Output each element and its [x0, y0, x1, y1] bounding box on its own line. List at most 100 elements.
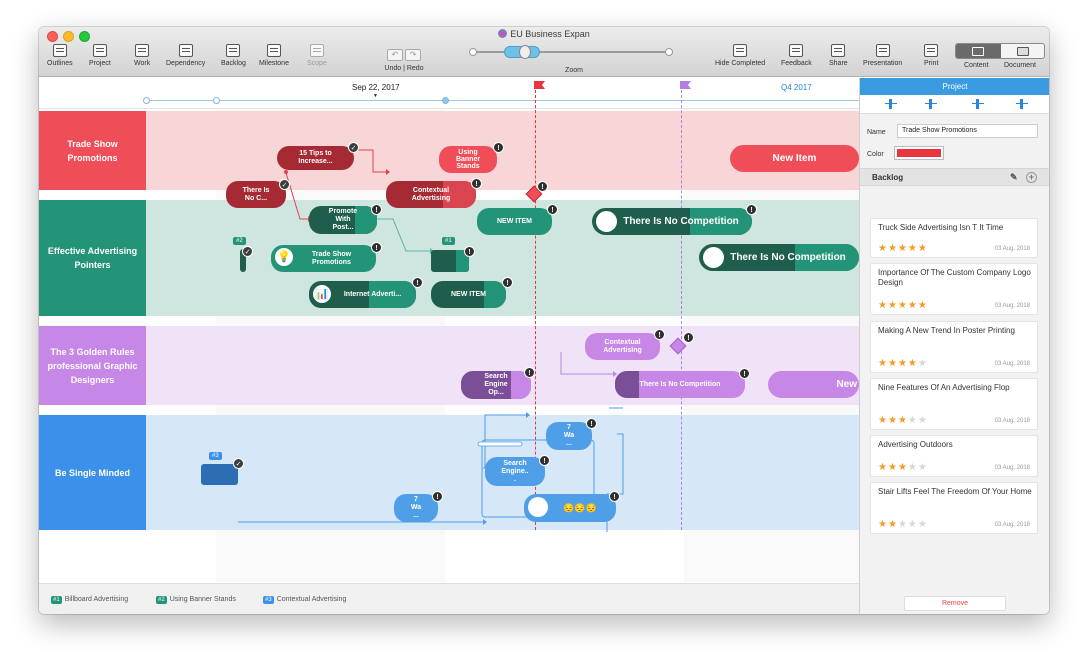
star-icon[interactable]: ★ — [897, 415, 908, 426]
timeline-canvas[interactable]: Sep 22, 2017 ▼ Q4 2017 Trade Show Promot… — [39, 78, 859, 583]
name-field[interactable]: Trade Show Promotions — [897, 124, 1038, 138]
warning-icon[interactable]: ! — [502, 277, 513, 288]
warning-icon[interactable]: ! — [537, 181, 548, 192]
star-icon[interactable]: ★ — [907, 243, 918, 254]
star-icon[interactable]: ★ — [897, 358, 908, 369]
toolbar-presentation[interactable]: Presentation — [863, 44, 902, 67]
toolbar-scope[interactable]: Scope — [307, 44, 327, 67]
toolbar-backlog[interactable]: Backlog — [221, 44, 246, 67]
warning-icon[interactable]: ! — [739, 368, 750, 379]
content-view-button[interactable] — [956, 44, 1001, 58]
tag-3[interactable]: #3 — [209, 452, 222, 460]
rating-stars[interactable]: ★★★★★ — [878, 520, 928, 530]
warning-icon[interactable]: ! — [547, 204, 558, 215]
star-icon[interactable]: ★ — [897, 243, 908, 254]
star-icon[interactable]: ★ — [897, 519, 908, 530]
star-icon[interactable]: ★ — [878, 415, 888, 426]
backlog-card[interactable]: Stair Lifts Feel The Freedom Of Your Hom… — [870, 482, 1038, 534]
star-icon[interactable]: ★ — [917, 462, 928, 473]
minimize-window-button[interactable] — [63, 31, 74, 42]
project-tab[interactable]: Project — [860, 78, 1049, 95]
align-top-icon[interactable] — [885, 99, 897, 110]
toolbar-outlines[interactable]: Outlines — [47, 44, 73, 67]
warning-icon[interactable]: ! — [746, 204, 757, 215]
toolbar-hide-completed[interactable]: Hide Completed — [715, 44, 765, 67]
item-there-is-no-competition-2[interactable]: There Is No Competition — [699, 244, 859, 271]
task-block-1[interactable] — [431, 250, 469, 272]
item-new-item-2[interactable]: NEW ITEM — [477, 208, 552, 235]
star-icon[interactable]: ★ — [887, 462, 898, 473]
star-icon[interactable]: ★ — [907, 358, 918, 369]
item-15-tips[interactable]: 15 Tips to Increase... — [277, 146, 354, 170]
small-task-bar[interactable] — [240, 249, 246, 272]
check-icon[interactable]: ✓ — [348, 142, 359, 153]
timeline-dot[interactable] — [143, 97, 150, 104]
zoom-knob[interactable] — [519, 45, 531, 59]
lane-title[interactable]: Trade Show Promotions — [39, 111, 146, 190]
warning-icon[interactable]: ! — [432, 491, 443, 502]
star-icon[interactable]: ★ — [887, 519, 898, 530]
add-icon[interactable]: + — [1026, 172, 1037, 183]
backlog-card[interactable]: Importance Of The Custom Company Logo De… — [870, 263, 1038, 315]
item-new[interactable]: New — [768, 371, 859, 398]
check-icon[interactable]: ✓ — [242, 246, 253, 257]
remove-button[interactable]: Remove — [904, 596, 1006, 611]
backlog-card[interactable]: Making A New Trend In Poster Printing★★★… — [870, 321, 1038, 373]
pencil-icon[interactable]: ✎ — [1010, 172, 1018, 182]
star-icon[interactable]: ★ — [897, 462, 908, 473]
warning-icon[interactable]: ! — [586, 418, 597, 429]
warning-icon[interactable]: ! — [471, 178, 482, 189]
item-search-engine-op[interactable]: Search Engine Op... — [461, 371, 531, 399]
document-view-button[interactable] — [1001, 44, 1044, 58]
star-icon[interactable]: ★ — [917, 358, 928, 369]
warning-icon[interactable]: ! — [683, 332, 694, 343]
item-promote-with-post[interactable]: Promote With Post... — [309, 206, 377, 234]
align-bottom-icon[interactable] — [972, 99, 984, 110]
redo-icon[interactable]: ↷ — [405, 49, 421, 61]
star-icon[interactable]: ★ — [897, 300, 908, 311]
lane-golden-rules[interactable]: The 3 Golden Rules professional Graphic … — [39, 326, 859, 405]
item-using-banner-stands[interactable]: Using Banner Stands — [439, 146, 497, 173]
item-search-engine[interactable]: Search Engine.. . — [485, 457, 545, 486]
star-icon[interactable]: ★ — [887, 358, 898, 369]
item-contextual-advertising[interactable]: Contextual Advertising — [386, 181, 476, 208]
star-icon[interactable]: ★ — [878, 519, 888, 530]
star-icon[interactable]: ★ — [887, 300, 898, 311]
warning-icon[interactable]: ! — [539, 455, 550, 466]
timeline-dot[interactable] — [213, 97, 220, 104]
warning-icon[interactable]: ! — [371, 242, 382, 253]
lane-single-minded[interactable]: Be Single Minded — [39, 415, 859, 530]
rating-stars[interactable]: ★★★★★ — [878, 301, 928, 311]
align-middle-icon[interactable] — [925, 99, 937, 110]
item-contextual-advertising-2[interactable]: Contextual Advertising — [585, 333, 660, 360]
task-block-3[interactable] — [201, 464, 238, 485]
item-7-ways[interactable]: 7 Wa ... — [546, 422, 592, 450]
red-flag-icon[interactable] — [534, 81, 545, 89]
undo-icon[interactable]: ↶ — [387, 49, 403, 61]
lane-title[interactable]: Effective Advertising Pointers — [39, 200, 146, 316]
warning-icon[interactable]: ! — [654, 329, 665, 340]
item-new-item-3[interactable]: NEW ITEM — [431, 281, 506, 308]
warning-icon[interactable]: ! — [371, 204, 382, 215]
toolbar-dependency[interactable]: Dependency — [166, 44, 205, 67]
backlog-card[interactable]: Truck Side Advertising Isn T It Time★★★★… — [870, 218, 1038, 258]
backlog-card[interactable]: Advertising Outdoors★★★★★03 Aug, 2018 — [870, 435, 1038, 477]
rating-stars[interactable]: ★★★★★ — [878, 416, 928, 426]
toolbar-work[interactable]: Work — [134, 44, 150, 67]
undo-redo-group[interactable]: ↶↷ Undo | Redo — [379, 44, 429, 72]
star-icon[interactable]: ★ — [917, 415, 928, 426]
backlog-card[interactable]: Nine Features Of An Advertising Flop★★★★… — [870, 378, 1038, 430]
star-icon[interactable]: ★ — [907, 415, 918, 426]
toolbar-feedback[interactable]: Feedback — [781, 44, 812, 67]
star-icon[interactable]: ★ — [878, 358, 888, 369]
item-internet-advertising[interactable]: 📊Internet Adverti... — [309, 281, 416, 308]
close-window-button[interactable] — [47, 31, 58, 42]
tag-1[interactable]: #1 — [442, 237, 455, 245]
star-icon[interactable]: ★ — [907, 519, 918, 530]
item-there-is-no-c[interactable]: There Is No C... — [226, 181, 286, 208]
view-mode-segment[interactable] — [955, 43, 1045, 59]
warning-icon[interactable]: ! — [524, 367, 535, 378]
star-icon[interactable]: ★ — [907, 462, 918, 473]
